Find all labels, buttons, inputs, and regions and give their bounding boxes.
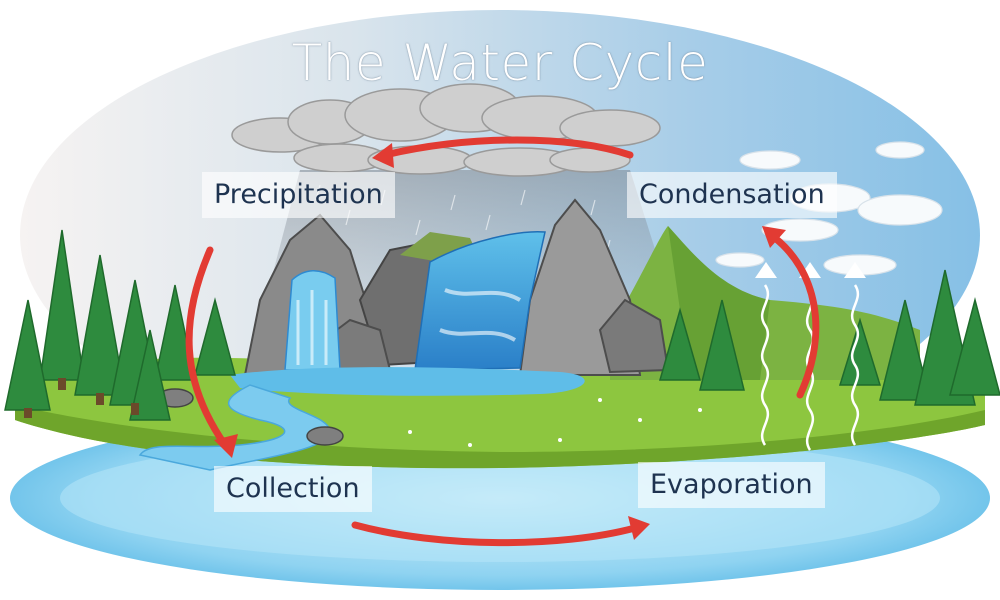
arrow-precipitation-to-collection [185,246,229,449]
label-evaporation: Evaporation [638,462,825,508]
light-clouds [715,141,943,276]
label-collection: Collection [214,466,372,512]
cycle-arrows [185,136,820,547]
pool [230,367,585,396]
arrow-evaporation-to-condensation [771,234,820,399]
storm-clouds [231,83,661,177]
arrow-condensation-to-precipitation [381,136,634,159]
small-rock [306,426,344,446]
pine-trees-left [4,229,236,421]
page-title: The Water Cycle [291,34,709,92]
arrow-collection-to-evaporation [351,521,639,547]
label-precipitation: Precipitation [202,172,395,218]
arrowhead [214,434,238,458]
arrowhead [762,226,786,248]
arrowhead [372,143,394,168]
grass-flowers [408,398,702,447]
label-condensation: Condensation [627,172,837,218]
arrowhead [628,516,650,540]
big-waterfall [414,231,546,371]
pine-trees-right [659,269,1000,406]
